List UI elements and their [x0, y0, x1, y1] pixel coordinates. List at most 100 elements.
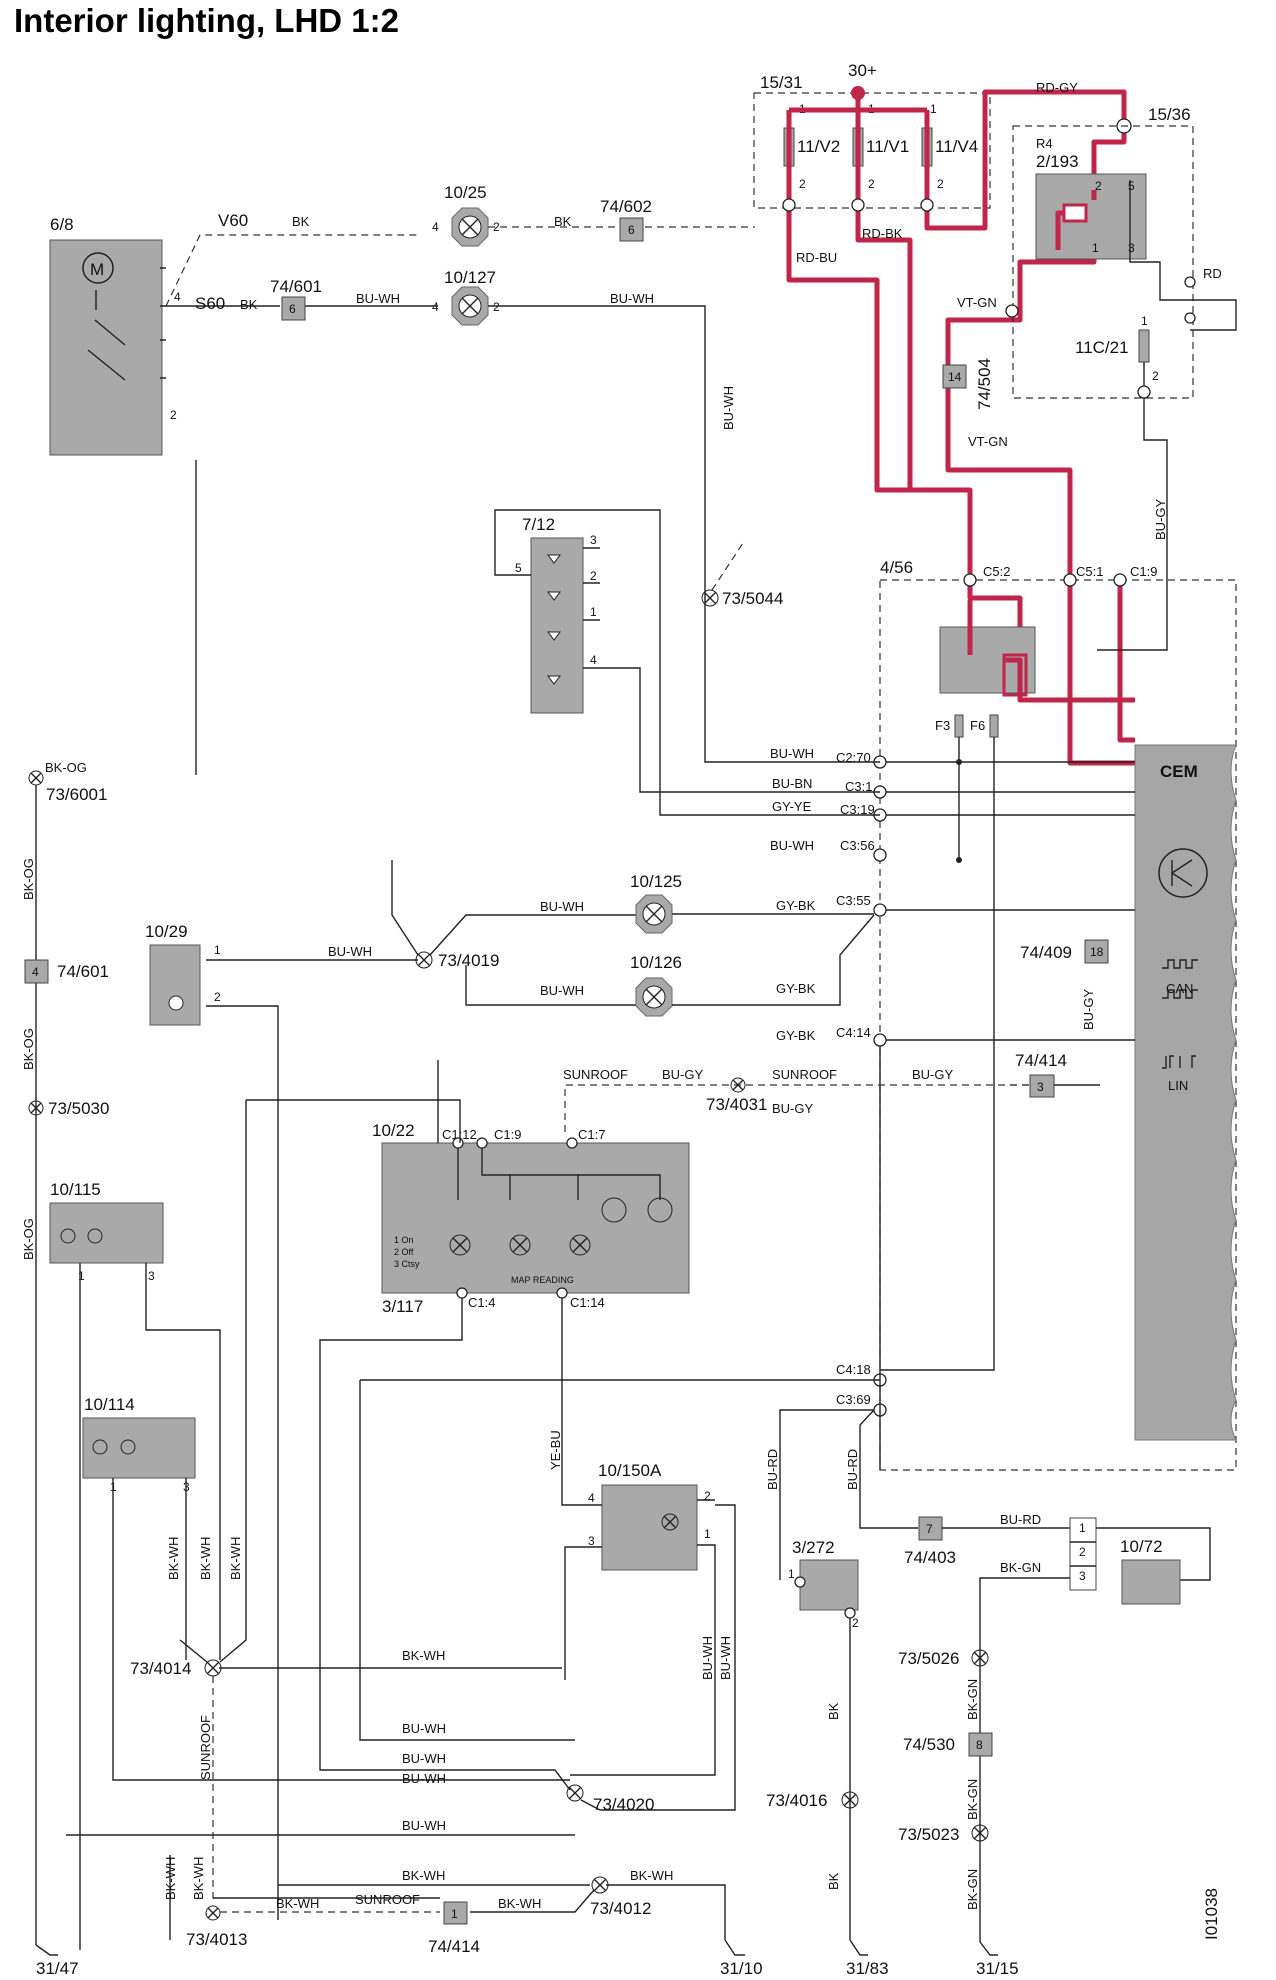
fuse-11c21 — [1138, 329, 1150, 363]
svg-text:10/72: 10/72 — [1120, 1537, 1163, 1556]
svg-text:73/4013: 73/4013 — [186, 1930, 247, 1949]
label-lin: LIN — [1168, 1078, 1188, 1093]
svg-text:BK-WH: BK-WH — [402, 1648, 445, 1663]
svg-text:3: 3 — [590, 533, 597, 547]
svg-text:73/6001: 73/6001 — [46, 785, 107, 804]
svg-text:C5:1: C5:1 — [1076, 564, 1103, 579]
svg-text:BK-WH: BK-WH — [191, 1857, 206, 1900]
svg-text:10/25: 10/25 — [444, 183, 487, 202]
ground-31-47: 31/47 — [36, 1959, 79, 1978]
ground-31-10: 31/10 — [720, 1959, 763, 1978]
cem-module: 4/56 F3 F6 CEM CAN LIN — [879, 558, 1237, 1471]
svg-text:3/117: 3/117 — [382, 1297, 423, 1316]
svg-text:BU-GY: BU-GY — [772, 1101, 814, 1116]
label-11v1: 11/V1 — [866, 137, 909, 156]
svg-text:4: 4 — [32, 965, 39, 979]
svg-text:14: 14 — [948, 370, 962, 384]
svg-text:1: 1 — [704, 1527, 711, 1541]
svg-text:10/22: 10/22 — [372, 1121, 415, 1140]
label-f3: F3 — [935, 718, 950, 733]
svg-text:73/4012: 73/4012 — [590, 1899, 651, 1918]
svg-text:73/5030: 73/5030 — [48, 1099, 109, 1118]
label-v60: V60 — [218, 211, 248, 230]
svg-text:BU-WH: BU-WH — [356, 291, 400, 306]
svg-text:1: 1 — [590, 605, 597, 619]
svg-text:2: 2 — [704, 1489, 711, 1503]
ground-31-83: 31/83 — [846, 1959, 889, 1978]
svg-text:BU-WH: BU-WH — [718, 1636, 733, 1680]
lamp-10-126: 10/126 — [630, 953, 682, 1017]
svg-text:74/601: 74/601 — [270, 277, 322, 296]
svg-text:GY-BK: GY-BK — [776, 1028, 816, 1043]
wire-vt-gn-2: VT-GN — [968, 434, 1008, 449]
svg-text:2: 2 — [799, 177, 806, 191]
svg-text:BK-OG: BK-OG — [21, 858, 36, 900]
svg-text:C1:4: C1:4 — [468, 1295, 495, 1310]
label-30-plus: 30+ — [848, 61, 877, 80]
svg-text:4: 4 — [588, 1491, 595, 1505]
svg-text:6/8: 6/8 — [50, 215, 74, 234]
svg-text:1: 1 — [1092, 241, 1099, 255]
label-4-56: 4/56 — [880, 558, 913, 577]
svg-text:GY-BK: GY-BK — [776, 981, 816, 996]
svg-text:BU-WH: BU-WH — [402, 1751, 446, 1766]
svg-text:SUNROOF: SUNROOF — [772, 1067, 837, 1082]
svg-text:BU-WH: BU-WH — [402, 1721, 446, 1736]
svg-text:BK-WH: BK-WH — [402, 1868, 445, 1883]
label-11c21: 11C/21 — [1075, 338, 1129, 357]
svg-text:2: 2 — [214, 990, 221, 1004]
svg-text:7: 7 — [926, 1522, 933, 1536]
svg-text:3/272: 3/272 — [792, 1538, 835, 1557]
svg-text:10/126: 10/126 — [630, 953, 682, 972]
svg-text:BK-WH: BK-WH — [166, 1537, 181, 1580]
label-11v4: 11/V4 — [935, 137, 978, 156]
svg-text:1: 1 — [1079, 1521, 1086, 1535]
label-r4: R4 — [1036, 136, 1053, 151]
svg-text:C1:14: C1:14 — [570, 1295, 605, 1310]
label-15-31: 15/31 — [760, 73, 803, 92]
svg-text:BU-RD: BU-RD — [765, 1449, 780, 1490]
ground-31-15: 31/15 — [976, 1959, 1019, 1978]
svg-text:C4:18: C4:18 — [836, 1362, 871, 1377]
svg-text:3: 3 — [1128, 241, 1135, 255]
label-can: CAN — [1166, 981, 1193, 996]
svg-text:18: 18 — [1090, 945, 1104, 959]
wire-vt-gn: VT-GN — [957, 295, 997, 310]
svg-text:10/29: 10/29 — [145, 922, 188, 941]
svg-text:73/4019: 73/4019 — [438, 951, 499, 970]
svg-text:2: 2 — [937, 177, 944, 191]
svg-text:1: 1 — [930, 102, 937, 116]
wire-rd: RD — [1203, 266, 1222, 281]
svg-text:1: 1 — [1141, 314, 1148, 328]
document-id: I01038 — [1202, 1888, 1221, 1940]
svg-text:10/127: 10/127 — [444, 268, 496, 287]
svg-text:C3:19: C3:19 — [840, 802, 875, 817]
svg-text:4: 4 — [174, 290, 181, 304]
svg-text:C3:56: C3:56 — [840, 838, 875, 853]
svg-text:10/115: 10/115 — [50, 1180, 101, 1199]
svg-text:7/12: 7/12 — [522, 515, 555, 534]
svg-text:3: 3 — [1037, 1080, 1044, 1094]
relay-r4 — [1035, 173, 1147, 260]
svg-text:BK-WH: BK-WH — [163, 1857, 178, 1900]
svg-text:74/409: 74/409 — [1020, 943, 1072, 962]
label-11v2: 11/V2 — [797, 137, 840, 156]
lamp-10-125: 10/125 — [630, 872, 682, 934]
svg-text:C3:55: C3:55 — [836, 893, 871, 908]
component-3-272: 3/272 12 — [788, 1538, 859, 1630]
label-f6: F6 — [970, 718, 985, 733]
svg-text:73/5026: 73/5026 — [898, 1649, 959, 1668]
svg-text:6: 6 — [628, 223, 635, 237]
svg-text:3 Ctsy: 3 Ctsy — [394, 1259, 420, 1269]
svg-text:BU-WH: BU-WH — [700, 1636, 715, 1680]
svg-text:4: 4 — [432, 220, 439, 234]
svg-text:BU-WH: BU-WH — [721, 386, 736, 430]
svg-text:BK-GN: BK-GN — [965, 1679, 980, 1720]
svg-text:C4:14: C4:14 — [836, 1025, 871, 1040]
svg-text:BU-WH: BU-WH — [402, 1818, 446, 1833]
